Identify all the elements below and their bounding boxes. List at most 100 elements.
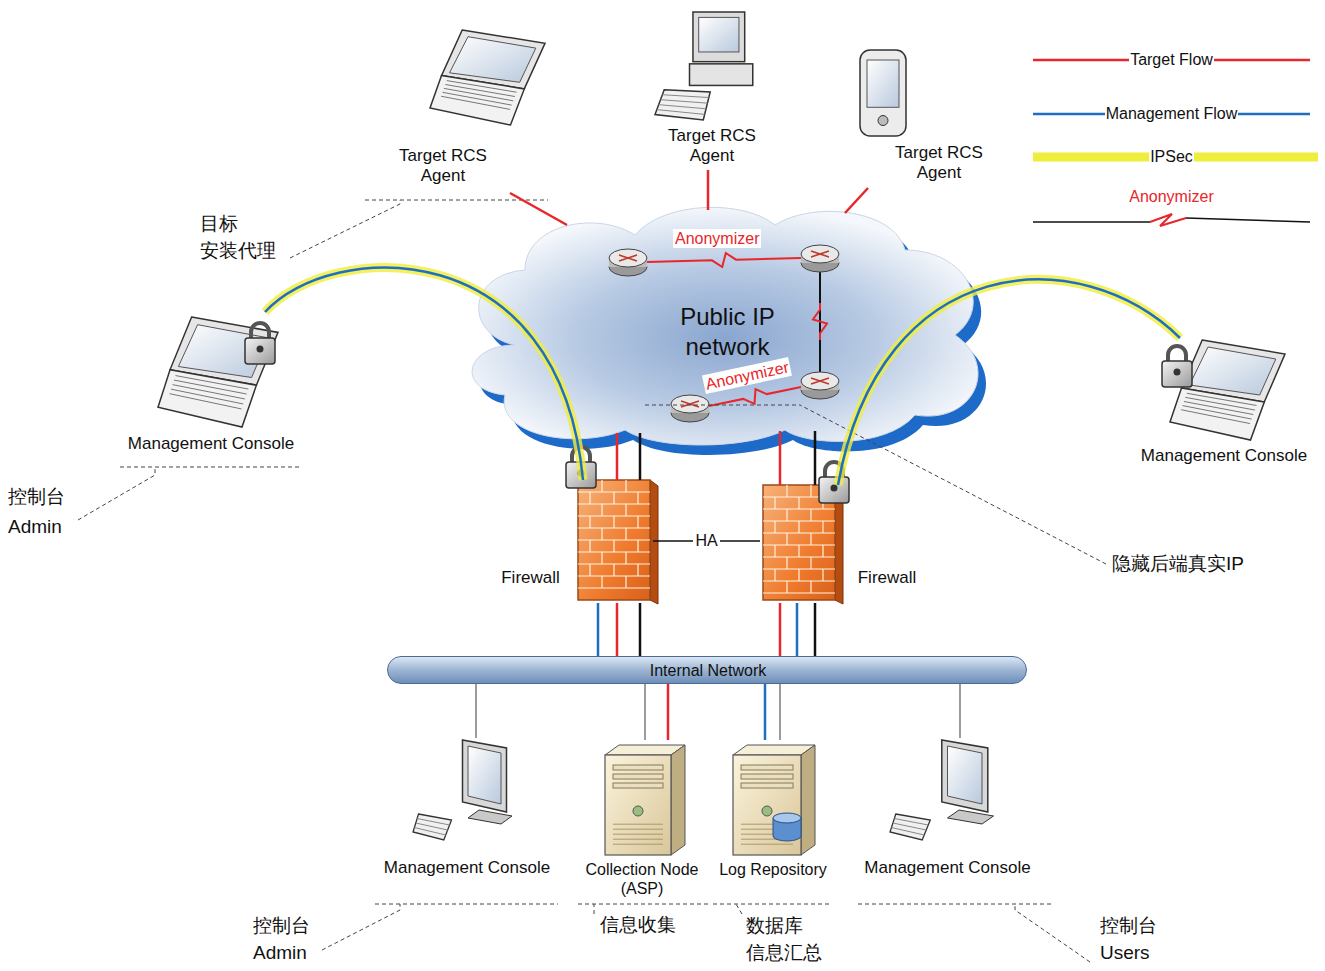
server-front [605, 755, 671, 855]
legend-sample [1150, 214, 1186, 226]
firewall-bricks [578, 587, 650, 588]
firewall-bricks [589, 564, 590, 576]
firewall-bricks [786, 581, 787, 593]
firewall-bricks [613, 516, 614, 528]
connector-strand [639, 603, 642, 656]
server-bay [613, 774, 663, 779]
server: Collection Node (ASP) [576, 740, 708, 900]
firewall-bricks [774, 497, 775, 509]
database-top [773, 813, 801, 823]
firewall-bricks [601, 504, 602, 516]
firewall-bricks [786, 557, 787, 569]
annotation-label-wrap: Anonymizer [673, 229, 761, 248]
desktop-monitor [693, 12, 745, 62]
connector [960, 684, 961, 738]
router-arrows [811, 251, 829, 257]
phone-screen [867, 60, 899, 107]
firewall-bricks [625, 480, 626, 492]
firewall-bricks [786, 533, 787, 545]
annotation-label: Anonymizer [673, 229, 761, 248]
laptop-keys [170, 394, 242, 409]
leader-lines [78, 200, 1106, 962]
server-bay [741, 783, 793, 788]
firewall-bricks [810, 581, 811, 593]
node-label: Firewall [852, 568, 922, 588]
lock-keyhole [831, 485, 838, 492]
firewall-bricks [601, 576, 602, 588]
node-label: Target RCS Agent [668, 126, 756, 167]
firewall-bricks [625, 576, 626, 588]
node-label: Target RCS Agent [895, 143, 983, 184]
monitor-screen [948, 746, 983, 804]
connector-strand [616, 433, 619, 480]
firewall-bricks [810, 485, 811, 497]
console-desktop: Management Console [855, 738, 1040, 883]
connector [510, 193, 567, 225]
connector-strand [959, 684, 960, 738]
firewall-bricks [637, 564, 638, 576]
node-label-wrap: Management Console [855, 858, 1040, 878]
connector-strand [845, 188, 868, 213]
node-label: Internal Network [388, 661, 1028, 681]
connector [845, 188, 868, 213]
router-arrows [619, 255, 637, 261]
firewall-bricks [625, 504, 626, 516]
connector-strand [814, 431, 817, 485]
connector-strand [814, 603, 817, 656]
server-side [801, 745, 815, 855]
firewall-bricks [601, 528, 602, 540]
firewall-bricks [637, 492, 638, 504]
node-label-wrap: Collection Node (ASP) [576, 860, 708, 898]
firewall-bricks [798, 545, 799, 557]
lock-keyhole [1174, 369, 1181, 376]
connector-label: HA [693, 531, 719, 551]
server-vent [613, 839, 663, 840]
desktop-keys [661, 100, 708, 103]
firewall-bricks [822, 521, 823, 533]
node-label: Management Console [118, 434, 304, 454]
phone-body [860, 50, 906, 136]
node-label-wrap: Management Console [1130, 446, 1318, 466]
router-arrows [681, 401, 699, 407]
connector [645, 684, 668, 740]
legend-sample [1033, 221, 1150, 223]
lock-keyhole [257, 346, 264, 353]
connector-strand [779, 431, 782, 485]
server-button [762, 806, 772, 816]
leader-underline [375, 904, 558, 905]
connector-strand [475, 684, 476, 738]
desktop-keys [659, 105, 706, 109]
console-desktop: Management Console [373, 738, 561, 883]
annotation-label: 目标 安装代理 [200, 210, 290, 264]
firewall-bricks [589, 492, 590, 504]
connector-strand [639, 433, 642, 480]
annotation-label-wrap: 目标 安装代理 [200, 210, 290, 264]
firewall-bricks [625, 552, 626, 564]
leader-underline [713, 904, 832, 905]
agent-phone: Target RCS Agent [855, 48, 990, 188]
node-label-wrap: Internal Network [388, 661, 1028, 681]
annotation-label: 数据库 信息汇总 [746, 912, 836, 966]
node-label: Management Console [373, 858, 561, 878]
server-bay [741, 774, 793, 779]
desktop-keyboard [655, 90, 710, 120]
node-label-wrap: Firewall [852, 568, 922, 588]
node-label-wrap: Management Console [373, 858, 561, 878]
monitor-keyboard [890, 814, 930, 840]
connector-strand [597, 603, 600, 656]
annotation-label-wrap: 控制台 Admin [253, 912, 323, 966]
firewall-bricks [798, 569, 799, 581]
annotation-label: 信息收集 [600, 914, 676, 937]
connector [780, 603, 815, 656]
connector-strand [616, 603, 619, 656]
firewall-bricks [786, 485, 787, 497]
monitor-frame [463, 740, 507, 812]
monitor-stand [468, 810, 512, 824]
firewall-bricks [589, 516, 590, 528]
server-vent [613, 844, 663, 845]
agent-laptop-shape [390, 28, 550, 193]
firewall-bricks [822, 569, 823, 581]
legend-label-wrap: Management Flow [1033, 104, 1310, 124]
